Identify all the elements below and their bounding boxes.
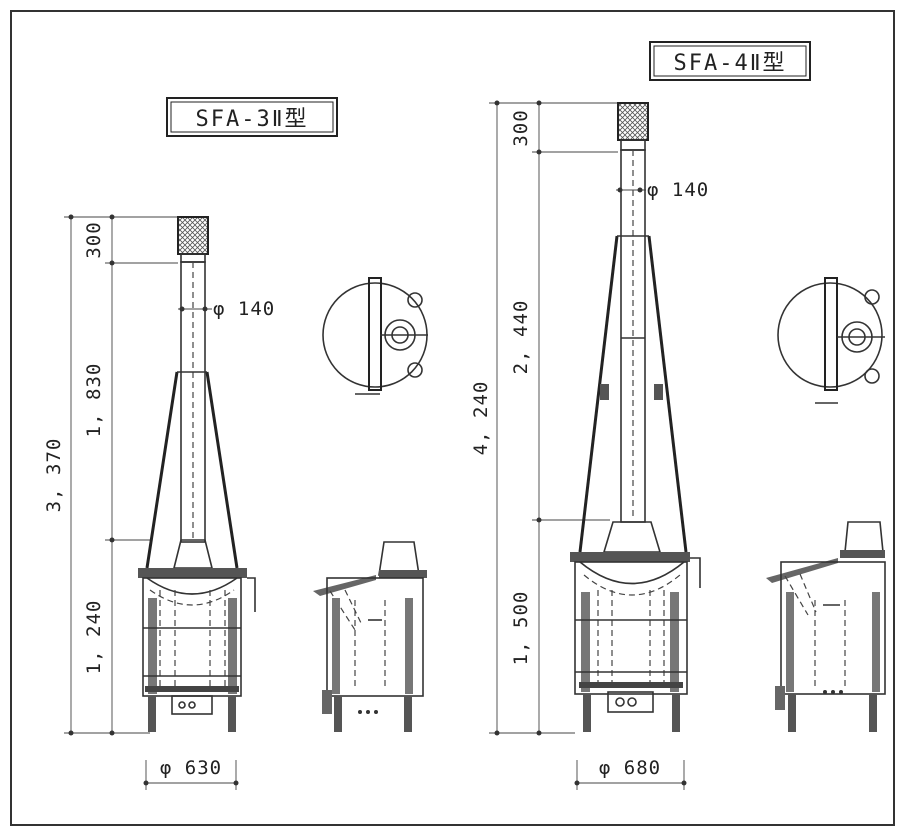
sfa3-chimney-diameter: φ 140	[213, 298, 275, 320]
model-sfa3-title-box: SFA-3Ⅱ型	[166, 97, 338, 137]
sfa3-body-height: 1, 240	[83, 600, 105, 675]
sfa3-total-height: 3, 370	[43, 438, 65, 513]
sfa4-chimney-height: 2, 440	[510, 300, 532, 375]
model-sfa4-title: SFA-4Ⅱ型	[673, 51, 786, 76]
sfa4-cap-height: 300	[510, 109, 532, 146]
model-sfa3-dimension-lines	[64, 214, 239, 790]
sfa3-chimney-height: 1, 830	[83, 363, 105, 438]
sfa4-chimney-diameter: φ 140	[647, 179, 709, 201]
sfa3-front-view	[138, 216, 256, 732]
model-sfa3-title: SFA-3Ⅱ型	[195, 107, 308, 132]
model-sfa4-title-box: SFA-4Ⅱ型	[649, 41, 811, 81]
sfa4-front-view	[570, 102, 701, 732]
sfa3-cap-height: 300	[83, 221, 105, 258]
sfa4-base-diameter: φ 680	[599, 757, 661, 779]
sheet-border	[10, 10, 895, 826]
model-sfa4-dimension-lines	[489, 100, 687, 790]
sfa3-top-view	[322, 277, 428, 395]
sfa3-base-diameter: φ 630	[160, 757, 222, 779]
sfa3-side-view	[313, 541, 427, 732]
sfa4-top-view	[777, 277, 885, 404]
sfa4-total-height: 4, 240	[470, 381, 492, 456]
sfa4-side-view	[766, 521, 886, 732]
sfa4-body-height: 1, 500	[510, 591, 532, 666]
